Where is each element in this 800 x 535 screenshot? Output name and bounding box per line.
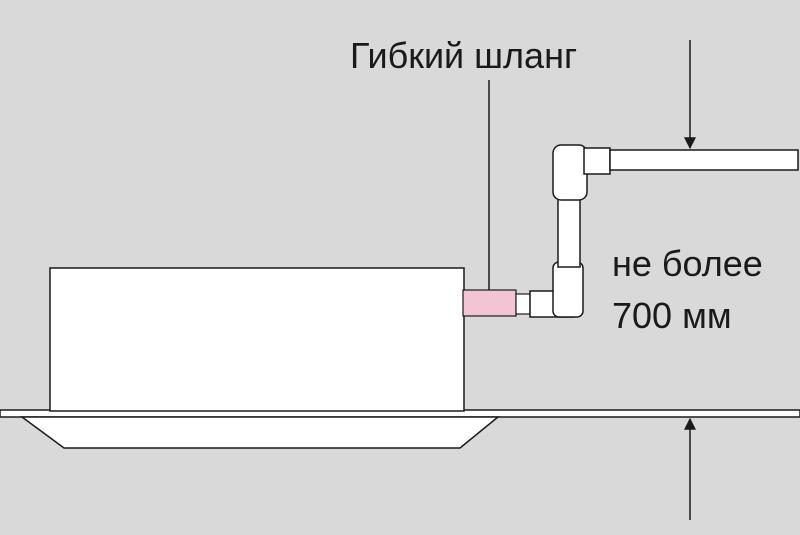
drain-pipe-riser [557, 194, 581, 268]
hose-connector [515, 293, 531, 315]
decorative-panel [19, 416, 501, 449]
flexible-hose [462, 289, 517, 317]
indoor-unit-body [49, 267, 465, 412]
height-note-line-2: 700 мм [612, 295, 732, 336]
hose-label: Гибкий шланг [350, 35, 578, 76]
drain-pipe-upper-elbow [552, 144, 588, 201]
drain-pipe-upper-elbow-collar [583, 147, 611, 175]
drain-pipe-lower-elbow [552, 261, 584, 318]
height-note-line-1: не более [612, 243, 763, 284]
drain-pipe-outlet [609, 149, 799, 171]
